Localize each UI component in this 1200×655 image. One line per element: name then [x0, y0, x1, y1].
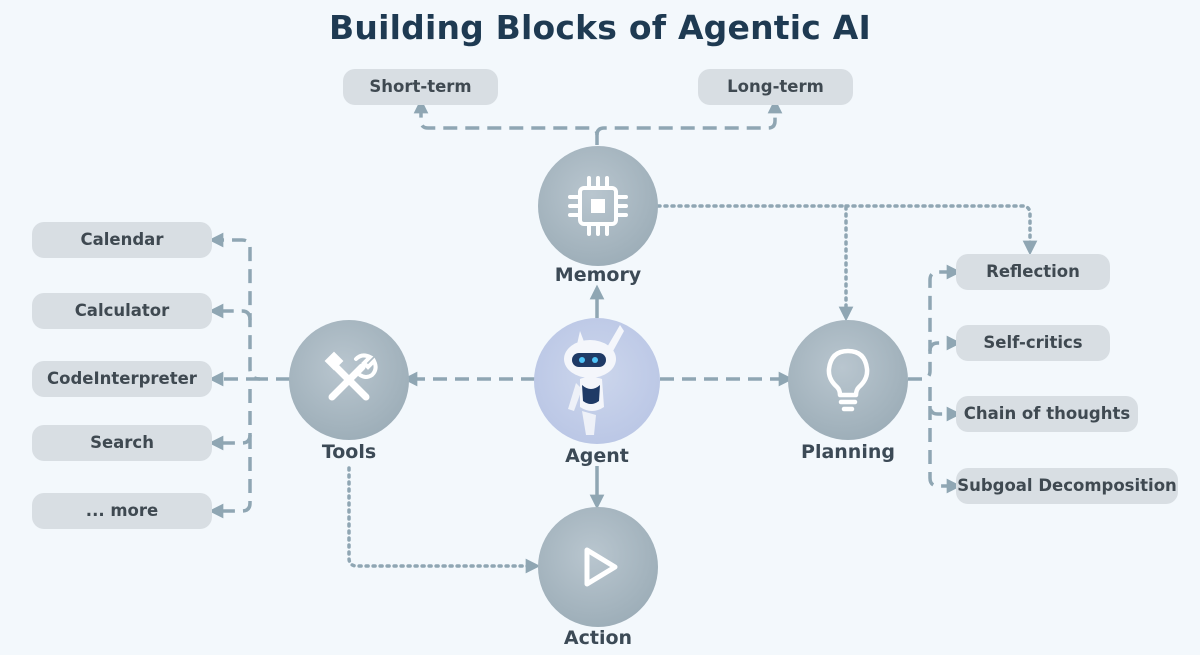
chip-icon — [568, 176, 628, 236]
action-node — [538, 507, 658, 627]
planning-item-self-critics: Self-critics — [956, 325, 1110, 361]
tool-item-calendar: Calendar — [32, 222, 212, 258]
tool-item-search: Search — [32, 425, 212, 461]
tool-item-calculator: Calculator — [32, 293, 212, 329]
tools-icon — [324, 351, 378, 401]
action-label: Action — [563, 627, 633, 649]
planning-node — [788, 320, 908, 440]
tools-label: Tools — [321, 441, 377, 463]
memory-item-long-term: Long-term — [698, 69, 853, 105]
lightbulb-icon — [826, 348, 870, 412]
planning-label: Planning — [801, 441, 895, 463]
planning-item-reflection: Reflection — [956, 254, 1110, 290]
page-title: Building Blocks of Agentic AI — [329, 8, 871, 47]
tool-item-more: ... more — [32, 493, 212, 529]
play-icon — [584, 547, 618, 587]
memory-item-short-term: Short-term — [343, 69, 498, 105]
agent-node — [534, 318, 660, 444]
tool-item-codeinterpreter: CodeInterpreter — [32, 361, 212, 397]
agent-label: Agent — [565, 445, 629, 467]
planning-item-subgoal-decomposition: Subgoal Decomposition — [956, 468, 1178, 504]
tools-node — [289, 320, 409, 440]
memory-label: Memory — [554, 264, 642, 286]
memory-node — [538, 146, 658, 266]
planning-item-chain-of-thoughts: Chain of thoughts — [956, 396, 1138, 432]
robot-icon — [564, 325, 624, 435]
